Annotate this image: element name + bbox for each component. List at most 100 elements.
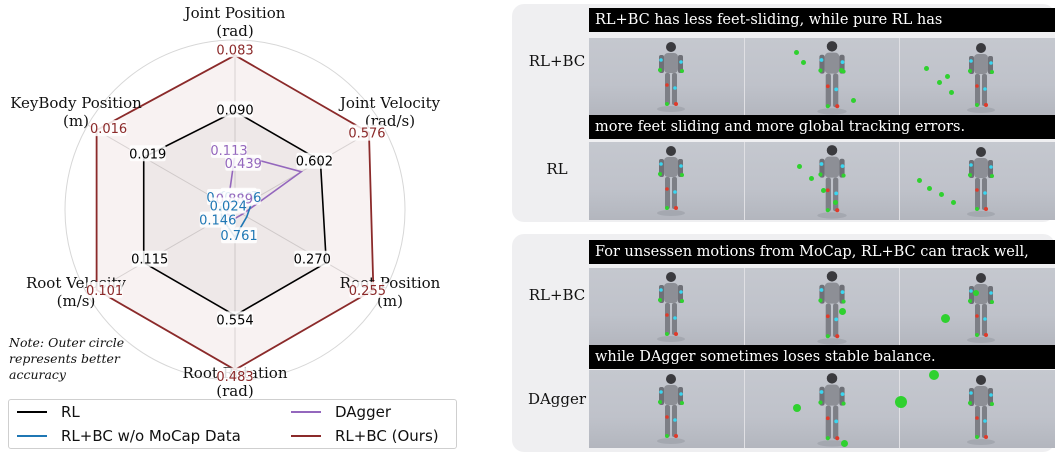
svg-text:0.101: 0.101 (86, 284, 123, 299)
humanoid-robot-figure (967, 375, 995, 445)
target-keypoint-dot (973, 290, 979, 296)
frame-divider (899, 38, 900, 116)
svg-text:0.439: 0.439 (225, 157, 262, 172)
row-label: DAgger (527, 390, 587, 408)
target-keypoint-dot (833, 200, 838, 205)
target-keypoint-dot (917, 178, 922, 183)
target-keypoint-dot (937, 80, 942, 85)
video-frame-strip (589, 38, 1055, 116)
target-keypoint-dot (794, 50, 799, 55)
humanoid-robot-figure (967, 273, 995, 343)
target-keypoint-dot (839, 68, 844, 73)
svg-text:0.761: 0.761 (220, 229, 257, 244)
humanoid-robot-figure (657, 374, 685, 444)
target-keypoint-dot (801, 60, 806, 65)
legend-item-rl-bc-no-mocap: RL+BC w/o MoCap Data (17, 427, 241, 445)
target-keypoint-dot (939, 192, 944, 197)
svg-text:0.576: 0.576 (348, 127, 385, 142)
legend-swatch (291, 411, 321, 413)
svg-text:0.602: 0.602 (296, 155, 333, 170)
target-keypoint-dot (797, 164, 802, 169)
target-keypoint-dot (841, 440, 848, 447)
legend-swatch (291, 435, 321, 437)
humanoid-robot-figure (657, 272, 685, 342)
target-keypoint-dot (951, 200, 956, 205)
humanoid-robot-figure (967, 43, 995, 113)
target-keypoint-dot (941, 314, 950, 323)
humanoid-robot-figure (657, 146, 685, 216)
target-keypoint-dot (929, 370, 939, 380)
video-frame-strip (589, 142, 1055, 220)
value-label: 0.146 (199, 211, 236, 229)
value-label: 0.090 (216, 101, 254, 118)
row-label: RL+BC (528, 52, 586, 70)
comparison-panel-bottom: RL+BC DAgger For unsessen motions from M… (512, 234, 1055, 452)
legend-label: RL+BC (Ours) (335, 427, 439, 445)
legend-swatch (17, 435, 47, 437)
value-label: 0.270 (294, 250, 331, 268)
frame-divider (744, 370, 745, 448)
humanoid-robot-figure (967, 147, 995, 217)
value-label: 0.115 (131, 250, 168, 268)
video-caption: RL+BC has less feet-sliding, while pure … (589, 8, 1055, 32)
chart-note: Note: Outer circle represents better acc… (9, 335, 125, 382)
target-keypoint-dot (927, 186, 932, 191)
svg-text:0.024: 0.024 (210, 200, 247, 215)
value-label: 0.255 (349, 281, 386, 299)
frame-divider (899, 370, 900, 448)
svg-text:0.146: 0.146 (199, 214, 236, 229)
frame-divider (744, 38, 745, 116)
radar-chart: Joint Position(rad)Joint Velocity(rad/s)… (10, 4, 440, 400)
humanoid-robot-figure (817, 373, 847, 447)
video-caption: more feet sliding and more global tracki… (589, 115, 1055, 139)
axis-label: Joint Position(rad) (183, 4, 286, 40)
humanoid-robot-figure (817, 41, 847, 115)
legend-item-rl: RL (17, 403, 80, 421)
value-label: 0.602 (296, 152, 333, 170)
svg-text:0.019: 0.019 (129, 147, 166, 162)
comparison-panel-top: RL+BC RL RL+BC has less feet-sliding, wh… (512, 4, 1055, 222)
legend-item-dagger: DAgger (291, 403, 391, 421)
value-label: 0.083 (216, 41, 254, 58)
legend-label: RL+BC w/o MoCap Data (61, 427, 241, 445)
chart-legend: RL RL+BC w/o MoCap Data DAgger RL+BC (Ou… (8, 399, 457, 449)
axis-label: KeyBody Position(m) (10, 94, 142, 130)
row-label: RL (546, 160, 568, 178)
value-label: 0.016 (90, 120, 127, 137)
target-keypoint-dot (895, 396, 907, 408)
humanoid-robot-figure (817, 145, 847, 219)
legend-label: DAgger (335, 403, 391, 421)
svg-text:0.016: 0.016 (90, 122, 127, 137)
value-label: 0.483 (216, 367, 254, 385)
svg-text:0.115: 0.115 (131, 253, 168, 268)
svg-text:0.255: 0.255 (349, 284, 386, 299)
svg-text:0.083: 0.083 (216, 43, 253, 58)
frame-divider (899, 268, 900, 346)
target-keypoint-dot (949, 90, 954, 95)
humanoid-robot-figure (657, 42, 685, 112)
legend-item-rl-bc-ours: RL+BC (Ours) (291, 427, 439, 445)
video-frame-strip (589, 370, 1055, 448)
target-keypoint-dot (821, 188, 826, 193)
svg-text:0.483: 0.483 (216, 370, 253, 385)
frame-divider (744, 268, 745, 346)
svg-text:0.270: 0.270 (294, 253, 331, 268)
target-keypoint-dot (945, 74, 950, 79)
value-label: 0.554 (216, 311, 254, 328)
value-label: 0.019 (129, 145, 166, 162)
target-keypoint-dot (851, 98, 856, 103)
target-keypoint-dot (809, 176, 814, 181)
target-keypoint-dot (839, 308, 846, 315)
value-label: 0.439 (225, 154, 262, 172)
video-caption: For unsessen motions from MoCap, RL+BC c… (589, 240, 1055, 264)
frame-divider (899, 142, 900, 220)
value-label: 0.101 (86, 281, 123, 299)
video-caption: while DAgger sometimes loses stable bala… (589, 345, 1055, 369)
target-keypoint-dot (924, 66, 929, 71)
row-label: RL+BC (528, 286, 586, 304)
frame-divider (744, 142, 745, 220)
value-label: 0.024 (210, 197, 247, 215)
svg-text:0.090: 0.090 (216, 103, 253, 118)
legend-label: RL (61, 403, 80, 421)
video-frame-strip (589, 268, 1055, 346)
